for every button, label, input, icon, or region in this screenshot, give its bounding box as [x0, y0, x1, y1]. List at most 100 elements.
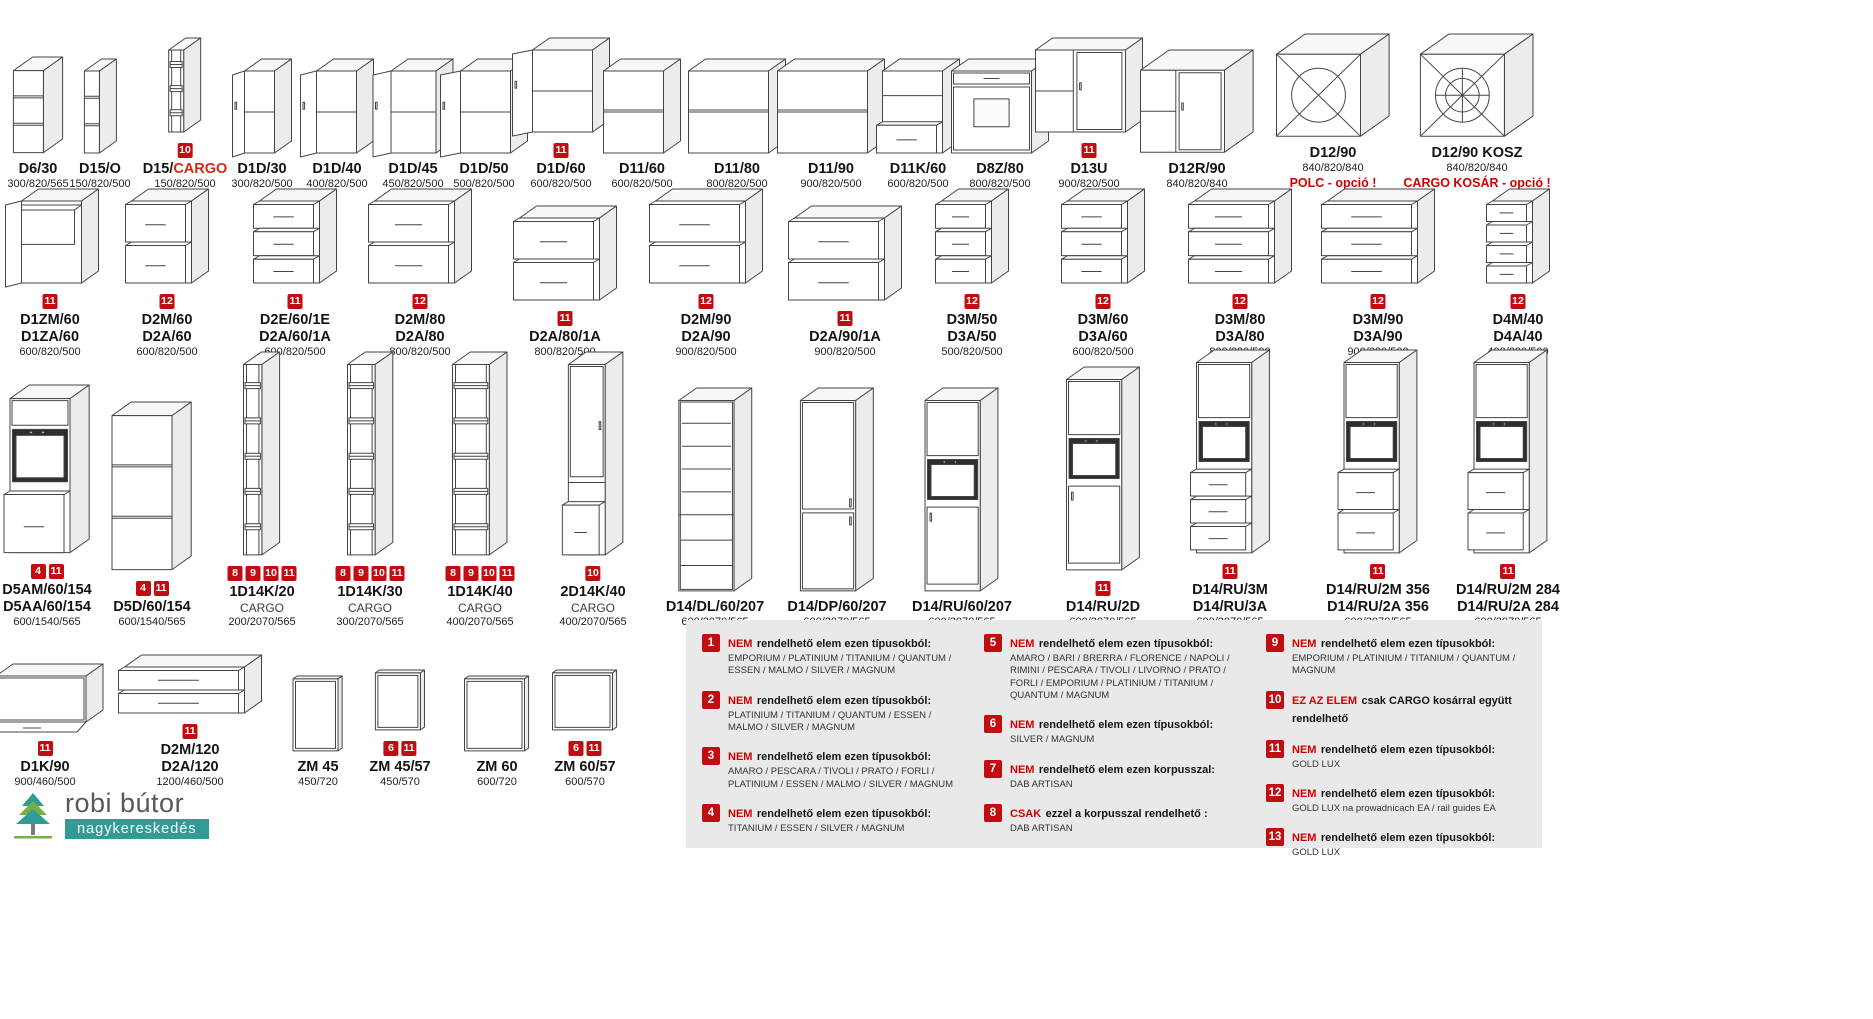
legend-lead: NEM	[728, 751, 753, 764]
restriction-badge-10: 10	[585, 565, 601, 581]
legend-lead: CSAK	[1010, 808, 1042, 821]
product-code: D11/90	[808, 160, 854, 177]
badge-row: 11	[1370, 564, 1386, 580]
cabinet-drawing-icon	[1484, 186, 1553, 289]
cabinet-drawing-icon	[601, 56, 684, 159]
product-dimensions: 450/720	[298, 776, 338, 788]
badge-row: 10	[585, 565, 601, 581]
legend-item-11: 11 NEM rendelhető elem ezen típusokból:GO…	[1266, 739, 1528, 771]
product-code: D15/CARGO	[142, 160, 228, 177]
cabinet-drawing-icon	[298, 56, 377, 159]
legend-badge-5: 5	[984, 634, 1002, 652]
cabinet-drawing-icon	[1466, 347, 1551, 559]
restriction-badge-9: 9	[353, 565, 369, 581]
product-code: D14/RU/2M 356	[1326, 582, 1430, 599]
cabinet-drawing-icon	[109, 399, 195, 576]
restriction-badge-12: 12	[412, 294, 428, 310]
product-dimensions: 900/820/500	[814, 346, 876, 358]
product-code: D12/90	[1309, 144, 1357, 161]
product-code: D14/RU/60/207	[912, 598, 1012, 615]
legend-badge-13: 13	[1266, 828, 1284, 847]
restriction-badge-12: 12	[1510, 294, 1526, 310]
cabinet-drawing-icon	[344, 349, 396, 561]
restriction-badge-8: 8	[445, 565, 461, 581]
legend-heading: rendelhető elem ezen korpusszal:	[1038, 763, 1215, 776]
product-dimensions: 450/820/500	[382, 178, 444, 190]
product-dimensions: 840/820/840	[1166, 178, 1228, 190]
product-D14/RU/2M 356: 11D14/RU/2M 356D14/RU/2A 356600/2070/565	[1326, 349, 1430, 628]
cabinet-drawing-icon	[251, 186, 340, 289]
restriction-badge-10: 10	[177, 142, 193, 158]
restriction-badge-11: 11	[389, 565, 405, 581]
cabinet-drawing-icon	[116, 652, 265, 719]
legend-body: PLATINIUM / TITANIUM / QUANTUM / ESSEN /…	[728, 709, 932, 734]
badge-row: 11	[37, 740, 53, 756]
product-dimensions: 1200/460/500	[156, 776, 224, 788]
badge-row: 12	[1510, 294, 1526, 310]
product-dimensions: 400/2070/565	[559, 616, 627, 628]
product-code: D14/RU/3M	[1192, 582, 1268, 599]
product-note: CARGO	[457, 601, 502, 615]
badge-row: 11	[837, 310, 853, 326]
restriction-badge-11: 11	[586, 740, 602, 756]
legend-text-11: NEM rendelhető elem ezen típusokból:GOLD…	[1292, 740, 1495, 771]
cabinet-drawing-icon	[0, 186, 102, 289]
product-code: ZM 60/57	[554, 758, 616, 775]
product-code: D3M/60	[1077, 312, 1129, 329]
product-dimensions: 800/820/500	[706, 178, 768, 190]
legend-lead: NEM	[728, 808, 753, 821]
legend-badge-11: 11	[1266, 739, 1284, 758]
product-ZM 45: ZM 45450/720	[290, 642, 346, 788]
legend-lead: NEM	[1292, 638, 1317, 650]
product-code: D1D/30	[237, 160, 287, 177]
legend-lead: NEM	[1010, 719, 1035, 732]
legend-badge-4: 4	[702, 804, 720, 823]
legend-text-2: NEM rendelhető elem ezen típusokból:PLAT…	[728, 691, 964, 735]
restriction-badge-11: 11	[557, 310, 573, 326]
product-code: D11/80	[714, 160, 760, 177]
badge-row: 11	[557, 310, 573, 326]
product-code: D11/60	[619, 160, 665, 177]
product-option-note: POLC - opció !	[1289, 176, 1377, 190]
product-code: D1ZM/60	[20, 312, 80, 329]
product-dimensions: 600/1540/565	[13, 616, 81, 628]
legend-lead: NEM	[1010, 638, 1035, 650]
cabinet-drawing-icon	[241, 349, 284, 561]
legend-lead: NEM	[1010, 763, 1035, 776]
product-code: D2A/90/1A	[809, 328, 881, 345]
restriction-badge-10: 10	[481, 565, 497, 581]
legend-body: DAB ARTISAN	[1010, 778, 1073, 790]
legend-body: GOLD LUX	[1292, 847, 1341, 859]
product-option-note: CARGO KOSÁR - opció !	[1403, 176, 1551, 190]
product-code: D4M/40	[1492, 312, 1544, 329]
product-note: CARGO	[347, 601, 392, 615]
product-D14/DL/60/207: D14/DL/60/207600/2070/565	[666, 362, 764, 628]
restriction-badge-12: 12	[1095, 294, 1111, 310]
product-code: D2A/80/1A	[529, 328, 601, 345]
product-code: ZM 45/57	[369, 758, 431, 775]
cabinet-drawing-icon	[676, 385, 755, 597]
product-code: D14/DP/60/207	[787, 598, 887, 615]
product-code: D1D/45	[388, 160, 438, 177]
legend-text-8: CSAK ezzel a korpusszal rendelhető :DAB …	[1010, 804, 1208, 835]
restriction-badge-10: 10	[371, 565, 387, 581]
product-code: D8Z/80	[976, 160, 1024, 177]
